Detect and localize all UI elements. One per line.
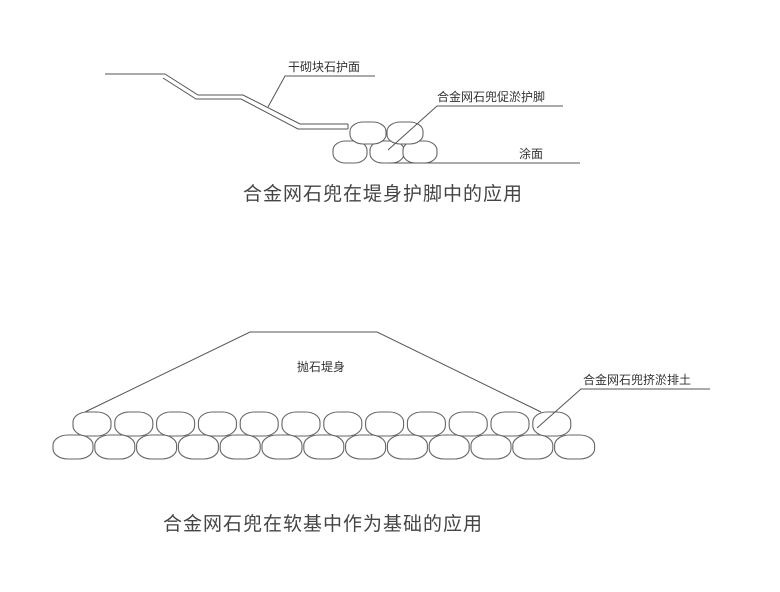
gabion-stone xyxy=(197,411,237,437)
revetment-label: 干砌块石护面 xyxy=(288,60,360,74)
gabion-stone xyxy=(406,411,446,437)
gabion-stone xyxy=(94,434,136,460)
mudflat-label: 涂面 xyxy=(519,146,543,161)
gabion-stone xyxy=(365,411,405,437)
gabion-stone xyxy=(470,434,512,460)
gabion-stone xyxy=(114,411,154,437)
gabion-stone xyxy=(428,434,470,460)
gabion-stone xyxy=(386,434,428,460)
gabion-stone xyxy=(261,434,303,460)
gabion-stone xyxy=(554,434,596,460)
gabion-stone xyxy=(349,121,387,145)
top-diagram-title: 合金网石兜在堤身护脚中的应用 xyxy=(243,183,523,205)
gabion-stone xyxy=(177,434,219,460)
gabion-stone xyxy=(303,434,345,460)
embankment-toe-diagram: 干砌块石护面 合金网石兜促淤护脚 涂面 合金网石兜在堤身护脚中的应用 xyxy=(105,60,580,205)
toe-stones xyxy=(332,121,438,164)
revetment-leader xyxy=(267,75,375,108)
foundation-stones xyxy=(52,411,596,460)
gabion-stone xyxy=(281,411,321,437)
embankment-outline xyxy=(84,331,542,413)
gabion-stone xyxy=(219,434,261,460)
gabion-stone xyxy=(323,411,363,437)
gabion-stone xyxy=(512,434,554,460)
stones-label: 合金网石兜挤淤排土 xyxy=(583,372,691,387)
toe-label: 合金网石兜促淤护脚 xyxy=(437,89,545,104)
gabion-stone xyxy=(156,411,196,437)
embankment-label: 抛石堤身 xyxy=(297,359,345,374)
gabion-stone xyxy=(52,434,94,460)
revetment-upper-line xyxy=(164,73,348,125)
gabion-stone xyxy=(136,434,178,460)
gabion-stone xyxy=(448,411,488,437)
toe-leader xyxy=(387,105,563,151)
revetment-lower-line xyxy=(162,77,348,130)
stones-leader xyxy=(536,388,710,429)
gabion-stone xyxy=(345,434,387,460)
gabion-stone xyxy=(386,121,424,145)
gabion-stone xyxy=(72,411,112,437)
bottom-diagram-title: 合金网石兜在软基中作为基础的应用 xyxy=(163,513,483,535)
gabion-stone xyxy=(332,140,368,164)
gabion-stone xyxy=(490,411,530,437)
soft-foundation-diagram: 抛石堤身 合金网石兜挤淤排土 合金网石兜在软基中作为基础的应用 xyxy=(52,331,710,535)
gabion-stone xyxy=(239,411,279,437)
gabion-stone xyxy=(532,411,572,437)
